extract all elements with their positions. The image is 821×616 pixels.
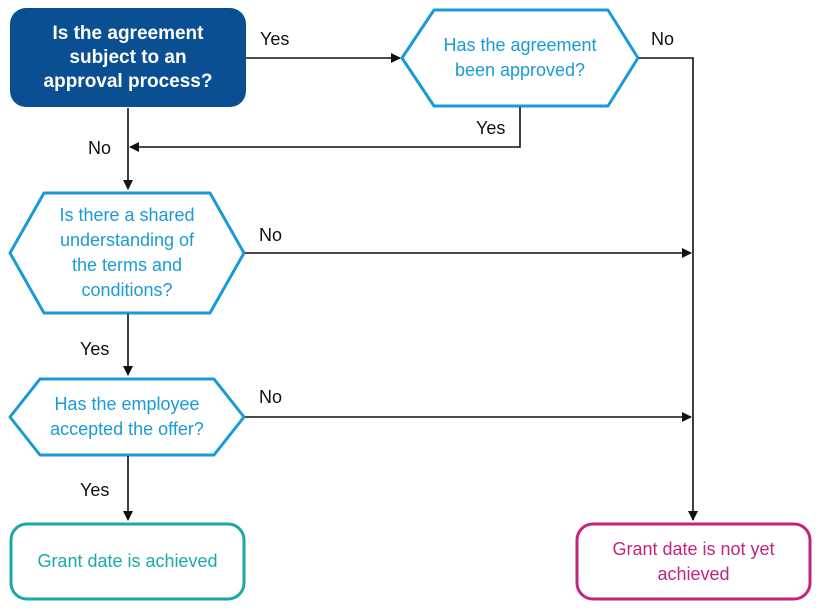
- start-question: Is the agreement subject to an approval …: [43, 22, 213, 92]
- approved-question: Has the agreement been approved?: [443, 35, 597, 80]
- approved-yes-label: Yes: [476, 118, 506, 138]
- grant-not-achieved-node: [575, 522, 812, 601]
- start-yes-label: Yes: [260, 29, 290, 49]
- approved-no-label: No: [651, 29, 675, 49]
- offer-accepted-question: Has the employee accepted the offer?: [50, 394, 204, 439]
- grant-not-achieved-label: Grant date is not yet achieved: [612, 538, 775, 584]
- accepted-yes-label: Yes: [80, 480, 110, 500]
- shared-no-label: No: [259, 225, 283, 245]
- shared-understanding-decision-node: [8, 191, 246, 315]
- grant-achieved-node: [9, 522, 246, 601]
- start-no-label: No: [88, 138, 112, 158]
- shared-yes-label: Yes: [80, 339, 110, 359]
- accepted-no-label: No: [259, 387, 283, 407]
- grant-achieved-label: Grant date is achieved: [37, 551, 218, 571]
- approved-decision-node: [400, 8, 640, 108]
- start-node: [10, 8, 246, 107]
- shared-understanding-question: Is there a shared understanding of the t…: [59, 205, 195, 300]
- offer-accepted-decision-node: [8, 377, 246, 457]
- approved-yes-arrow: [129, 107, 521, 152]
- approved-no-arrow: [639, 57, 698, 521]
